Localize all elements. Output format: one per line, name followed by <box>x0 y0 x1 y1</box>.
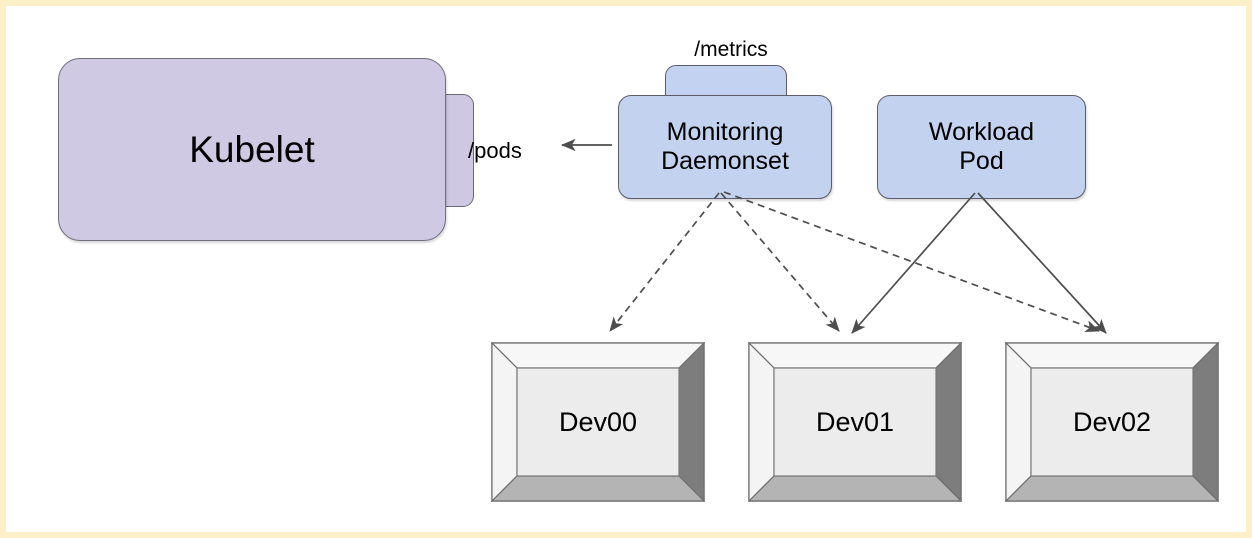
pods-endpoint-label: /pods <box>468 137 558 165</box>
device-frame-icon <box>1005 342 1219 502</box>
node-device-dev00[interactable]: Dev00 <box>491 342 705 502</box>
device-frame-icon <box>748 342 962 502</box>
diagram-canvas: Kubelet /pods /metrics Monitoring Daemon… <box>6 6 1246 532</box>
node-device-dev02[interactable]: Dev02 <box>1005 342 1219 502</box>
edge-workload-to-dev02 <box>977 192 1107 334</box>
node-monitoring-daemonset[interactable]: Monitoring Daemonset <box>618 95 832 199</box>
monitoring-daemonset-label-line2: Daemonset <box>661 147 789 175</box>
kubelet-label: Kubelet <box>189 128 315 170</box>
metrics-endpoint-label: /metrics <box>666 37 796 63</box>
pods-endpoint-text: /pods <box>468 138 522 164</box>
node-workload-pod[interactable]: Workload Pod <box>877 95 1086 199</box>
edge-workload-to-dev01 <box>851 192 976 334</box>
edge-monitoring-to-dev02 <box>723 191 1100 333</box>
workload-pod-label: Workload Pod <box>929 118 1034 177</box>
metrics-endpoint-text: /metrics <box>694 37 768 61</box>
workload-pod-label-line2: Pod <box>959 147 1004 175</box>
workload-pod-label-line1: Workload <box>928 117 1035 146</box>
monitoring-daemonset-label: Monitoring Daemonset <box>661 118 789 177</box>
device-dev02-label: Dev02 <box>1072 406 1152 437</box>
device-dev01-label: Dev01 <box>815 406 895 437</box>
edge-monitoring-to-dev00 <box>609 192 720 332</box>
monitoring-daemonset-label-line1: Monitoring <box>666 117 784 146</box>
edge-monitoring-to-dev01 <box>720 192 840 332</box>
node-kubelet[interactable]: Kubelet <box>58 58 446 241</box>
node-device-dev01[interactable]: Dev01 <box>748 342 962 502</box>
device-frame-icon <box>491 342 705 502</box>
device-dev00-label: Dev00 <box>558 406 638 437</box>
